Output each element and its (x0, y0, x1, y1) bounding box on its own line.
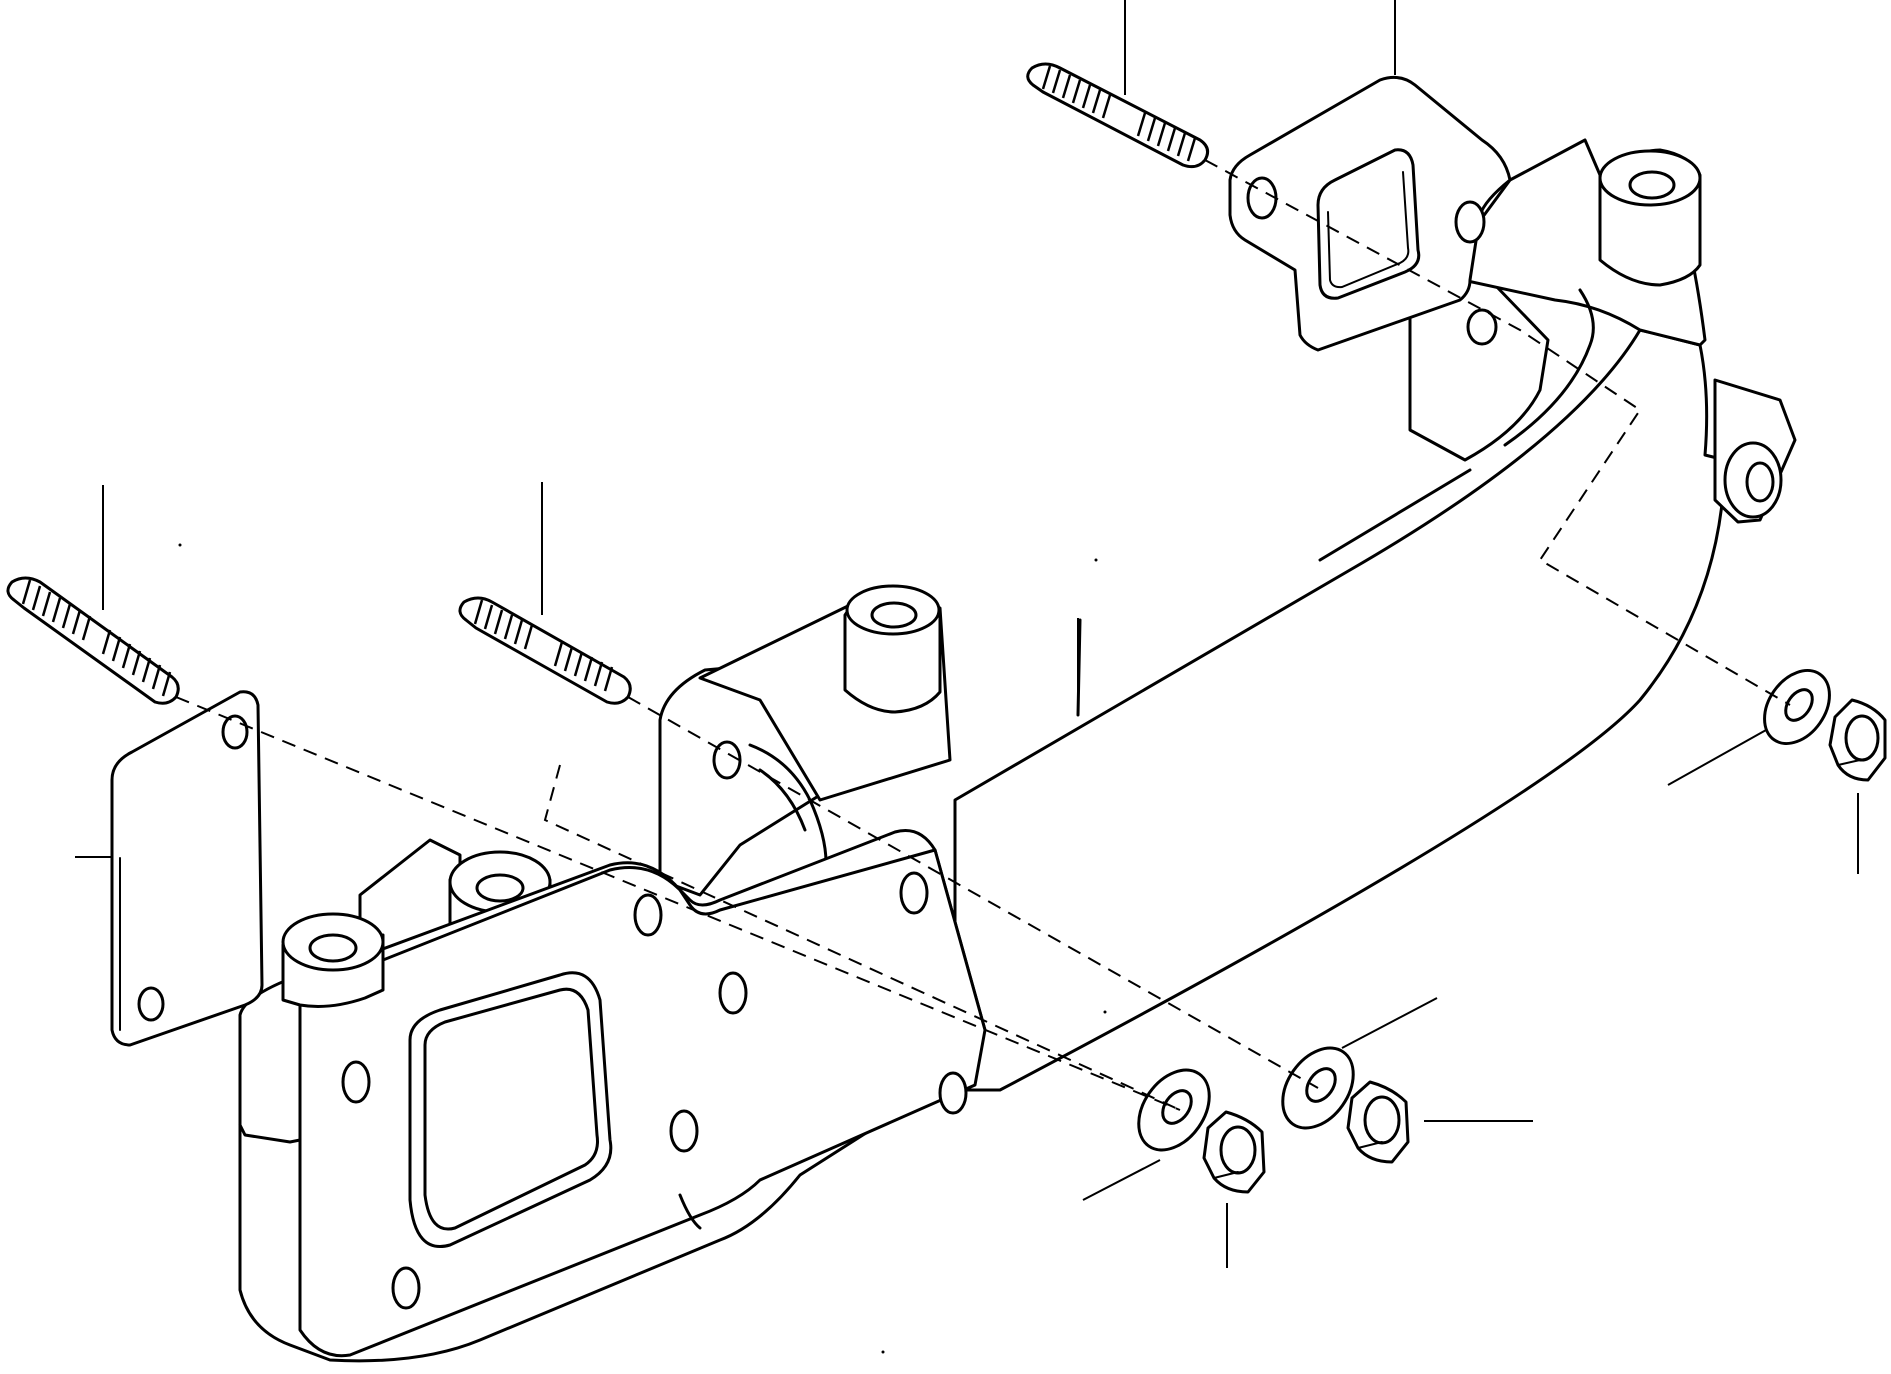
centerline-stud-middle (627, 696, 1319, 1089)
leader-washer-lower-left (1082, 1159, 1161, 1201)
gasket-top (1228, 75, 1512, 352)
flange-right (1408, 138, 1707, 462)
stud-middle (458, 596, 632, 705)
flange-middle (658, 584, 952, 897)
bolt-hole (938, 1071, 968, 1115)
bolt-hole (669, 1109, 699, 1153)
nut-right (1828, 698, 1887, 782)
centerline-stud-left (175, 696, 1181, 1111)
bolt-hole (341, 1060, 371, 1104)
stud-top (1026, 62, 1210, 169)
stud-left (6, 576, 180, 705)
bolt-hole (899, 871, 929, 915)
manifold-block (238, 829, 987, 1363)
centerline-block (543, 764, 1181, 1111)
bolt-hole (391, 1266, 421, 1310)
washer-lower-left (1137, 1068, 1211, 1152)
leader-washer-right (1667, 724, 1776, 786)
centerline-stud-top (1204, 159, 1791, 706)
washer-right (1763, 669, 1831, 745)
thread-marks (21, 579, 172, 697)
bolt-hole (718, 971, 748, 1015)
leader-washer-lower-mid (1341, 997, 1438, 1049)
thread-marks (473, 599, 614, 692)
scan-specks (178, 543, 1107, 1354)
manifold-pipe (953, 328, 1727, 1092)
side-bracket-right (1713, 378, 1797, 524)
nut-lower-left (1202, 1110, 1266, 1194)
gasket-left (110, 690, 264, 1047)
nut-lower-mid (1346, 1080, 1410, 1164)
thread-marks (1041, 65, 1197, 162)
bolt-hole (633, 893, 663, 937)
assembly-centerlines (175, 159, 1791, 1111)
